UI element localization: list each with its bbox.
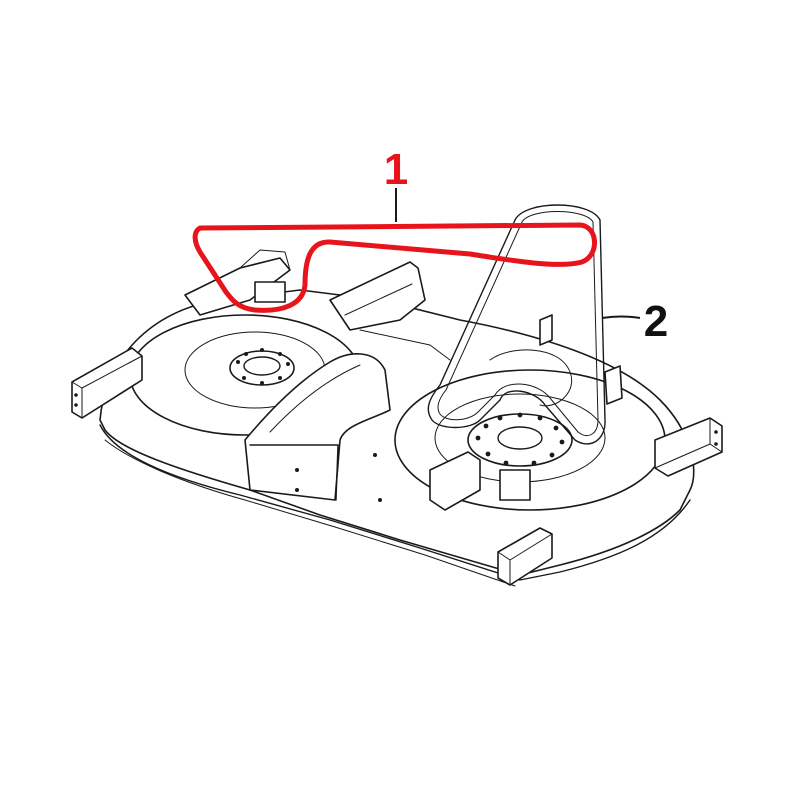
- belt-2-outer: [427, 204, 606, 445]
- callout-1-label: 1: [384, 145, 408, 194]
- belt-2-inner: [437, 211, 599, 436]
- belt-2-loop: [489, 349, 573, 407]
- belt-2: [427, 204, 606, 445]
- left-pulley-block: [254, 281, 286, 303]
- left-pulley-arm: [239, 249, 291, 271]
- mower-deck: [71, 249, 723, 587]
- channel-top-edge: [269, 364, 361, 433]
- belt-1: [192, 222, 597, 313]
- right-pulley-block: [499, 469, 531, 501]
- callout-2: 2: [601, 297, 668, 346]
- callout-2-leader: [601, 315, 641, 319]
- callout-2-label: 2: [644, 297, 668, 346]
- deck-rim-edge: [104, 439, 516, 587]
- left-bracket-holes: [74, 393, 78, 407]
- center-discharge-channel: [244, 353, 391, 501]
- rear-cross-frame: [329, 261, 426, 331]
- left-spindle-hub: [243, 356, 281, 376]
- right-spindle-bolts: [475, 412, 565, 466]
- left-bracket-face: [71, 355, 143, 419]
- channel-front-panel: [249, 444, 339, 501]
- deck-lower-rim: [99, 424, 691, 581]
- right-bracket-holes: [714, 430, 718, 446]
- right-spindle-hub: [497, 426, 543, 450]
- callout-1: 1: [384, 145, 408, 222]
- channel-holes: [295, 453, 382, 502]
- right-pulley-bracket: [429, 451, 481, 511]
- right-bracket-face: [654, 417, 723, 469]
- right-spindle-flange: [467, 413, 573, 467]
- belt-1-path: [192, 222, 597, 313]
- left-spindle-bolts: [236, 348, 290, 385]
- left-spindle-flange: [229, 350, 295, 386]
- front-bracket-face: [497, 533, 553, 586]
- rear-post-right: [539, 314, 553, 346]
- side-post-right: [604, 365, 623, 405]
- rear-frame-detail: [344, 283, 451, 361]
